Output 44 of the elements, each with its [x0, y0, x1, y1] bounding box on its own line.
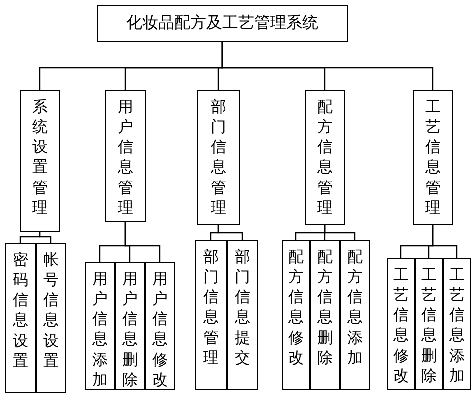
- process-box: [195, 240, 227, 390]
- box-label: 配方信息删除: [317, 247, 333, 368]
- connector-line: [324, 225, 356, 240]
- box-label: 工艺信息添加: [449, 265, 465, 386]
- box-label: 系统设置管理: [32, 97, 48, 218]
- process-box: [305, 90, 345, 225]
- box-label: 部门信息管理: [210, 97, 226, 218]
- box-label: 配方信息添加: [347, 247, 363, 368]
- box-label: 密码信息设置: [12, 250, 28, 371]
- connector-line: [222, 42, 434, 90]
- process-box: [97, 5, 348, 42]
- box-label: 工艺信息管理: [425, 97, 441, 218]
- box-label: 工艺信息修改: [393, 265, 409, 386]
- process-box: [443, 258, 471, 390]
- process-box: [282, 240, 310, 390]
- process-box: [340, 240, 370, 390]
- box-label: 部门信息提交: [234, 247, 250, 368]
- process-box: [415, 258, 443, 390]
- box-label: 用户信息删除: [122, 269, 138, 390]
- process-box: [115, 262, 145, 390]
- process-box: [105, 90, 146, 222]
- box-label: 用户信息修改: [152, 269, 168, 390]
- process-box: [85, 262, 115, 390]
- connector-line: [432, 225, 458, 258]
- box-label: 工艺信息删除: [421, 265, 437, 386]
- box-label: 化妆品配方及工艺管理系统: [126, 13, 318, 34]
- box-label: 帐号信息设置: [43, 250, 59, 371]
- process-box: [36, 243, 66, 393]
- connector-line: [39, 232, 52, 243]
- process-box: [413, 90, 453, 225]
- process-box: [387, 258, 415, 390]
- process-box: [145, 262, 175, 390]
- process-box: [310, 240, 340, 390]
- process-box: [5, 243, 36, 393]
- process-box: [20, 90, 60, 232]
- box-label: 部门信息管理: [203, 247, 219, 368]
- process-box: [197, 90, 240, 225]
- connector-line: [124, 222, 161, 262]
- box-label: 配方信息管理: [317, 97, 333, 218]
- box-label: 用户信息添加: [92, 269, 108, 390]
- box-label: 配方信息修改: [288, 247, 304, 368]
- connector-line: [218, 225, 244, 240]
- process-box: [227, 240, 258, 390]
- box-label: 用户信息管理: [118, 97, 134, 218]
